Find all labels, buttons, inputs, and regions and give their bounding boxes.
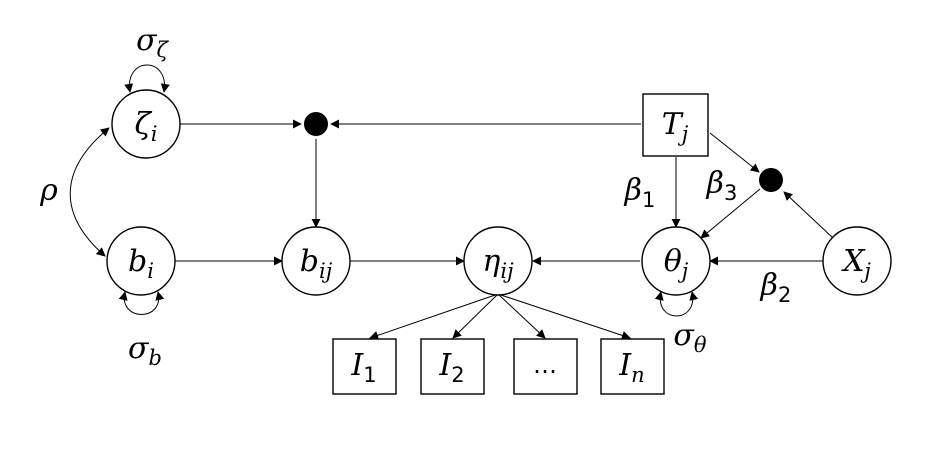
- edge-sigma-theta-loop: [654, 291, 699, 317]
- svg-text:…: …: [533, 351, 557, 379]
- svg-text:In: In: [618, 348, 644, 387]
- node-eta-ij: ηij: [463, 226, 533, 296]
- label-sigma-theta: σθ: [673, 318, 706, 357]
- svg-text:I1: I1: [350, 348, 376, 387]
- svg-text:ζi: ζi: [135, 107, 158, 146]
- edge-xj-to-dot2: [783, 191, 834, 239]
- node-t-j: Tj: [642, 93, 709, 157]
- svg-text:I2: I2: [438, 348, 464, 387]
- svg-text:Tj: Tj: [662, 107, 689, 146]
- node-zeta-i: ζi: [111, 89, 181, 159]
- edge-eta-to-in: [497, 293, 631, 340]
- interaction-dot-t-x: [759, 168, 783, 192]
- svg-text:bi: bi: [128, 244, 154, 283]
- edges: [69, 64, 834, 340]
- label-beta-1: β1: [624, 173, 656, 212]
- label-beta-3: β3: [706, 166, 738, 205]
- node-i-1: I1: [332, 338, 397, 395]
- node-b-ij: bij: [281, 226, 351, 296]
- edge-sigma-zeta-loop: [124, 64, 170, 93]
- edge-eta-to-i1: [369, 293, 499, 340]
- label-beta-2: β2: [760, 268, 792, 307]
- node-i-n: In: [600, 338, 665, 395]
- label-rho: ρ: [39, 173, 58, 208]
- label-sigma-zeta: σζ: [136, 23, 169, 62]
- label-sigma-b: σb: [128, 331, 162, 370]
- edge-rho-covariance: [69, 127, 110, 257]
- svg-text:ηij: ηij: [482, 244, 514, 283]
- node-b-i: bi: [106, 226, 176, 296]
- edge-eta-to-i2: [452, 293, 499, 339]
- edge-tj-to-dot2: [709, 132, 760, 173]
- edge-sigma-b-loop: [118, 291, 165, 315]
- interaction-dot-zeta-t: [304, 112, 328, 136]
- svg-text:θj: θj: [664, 244, 689, 283]
- node-i-2: I2: [420, 338, 485, 395]
- svg-text:Xj: Xj: [841, 244, 871, 283]
- node-i-dots: …: [513, 338, 578, 395]
- node-theta-j: θj: [641, 226, 711, 296]
- svg-text:bij: bij: [300, 244, 333, 283]
- edge-dot2-to-theta: [700, 188, 761, 239]
- node-x-j: Xj: [822, 226, 892, 296]
- edge-eta-to-idots: [497, 293, 546, 339]
